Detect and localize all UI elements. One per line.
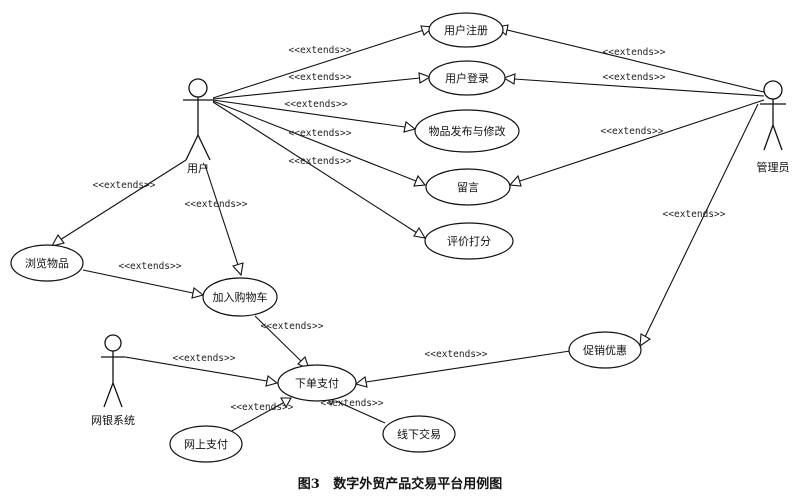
rel-promo-order — [354, 350, 571, 388]
usecase-online-pay: 网上支付 — [169, 425, 243, 463]
rel-label-cart-order: <<extends>> — [261, 321, 324, 332]
usecase-register-label: 用户注册 — [444, 23, 488, 37]
rel-label-user-publish: <<extends>> — [285, 99, 348, 110]
usecase-publish-label: 物品发布与修改 — [429, 124, 506, 138]
actor-user-head — [188, 78, 208, 98]
usecase-cart: 加入购物车 — [202, 277, 278, 317]
rel-label-offline-order: <<extends>> — [321, 398, 384, 409]
actor-user-leg-right — [197, 134, 211, 161]
rel-user-login — [212, 72, 432, 100]
rel-user-review — [212, 101, 427, 239]
rel-user-publish — [212, 99, 417, 133]
rel-user-register — [212, 25, 435, 99]
rel-label-admin-login: <<extends>> — [603, 72, 666, 83]
usecase-message: 留言 — [425, 168, 511, 206]
usecase-promo: 促销优惠 — [568, 331, 642, 369]
rel-admin-login — [502, 73, 765, 97]
usecase-review-label: 评价打分 — [447, 234, 491, 248]
rel-label-user-browse: <<extends>> — [93, 180, 156, 191]
rel-browse-cart — [82, 269, 205, 299]
actor-bank-label: 网银系统 — [91, 413, 135, 427]
usecase-offline: 线下交易 — [382, 415, 456, 453]
usecase-browse: 浏览物品 — [10, 244, 84, 282]
actor-bank-head — [104, 334, 122, 352]
actor-bank: 网银系统 — [91, 334, 135, 427]
usecase-publish: 物品发布与修改 — [414, 109, 520, 153]
rel-onlinepay-order — [229, 397, 292, 433]
rel-label-user-login: <<extends>> — [289, 72, 352, 83]
rel-label-user-review: <<extends>> — [289, 156, 352, 167]
usecase-cart-label: 加入购物车 — [213, 290, 268, 304]
rel-label-promo-order: <<extends>> — [425, 349, 488, 360]
rel-label-onlinepay-order: <<extends>> — [231, 402, 294, 413]
rel-label-user-register: <<extends>> — [289, 45, 352, 56]
usecase-login: 用户登录 — [428, 60, 506, 96]
usecase-review: 评价打分 — [424, 222, 514, 260]
rel-label-user-cart: <<extends>> — [185, 199, 248, 210]
usecase-message-label: 留言 — [457, 181, 479, 194]
actor-admin-head — [763, 80, 783, 100]
rel-label-admin-promo: <<extends>> — [663, 209, 726, 220]
rel-label-user-message: <<extends>> — [289, 128, 352, 139]
usecase-promo-label: 促销优惠 — [583, 343, 627, 357]
figure-caption: 图3 数字外贸产品交易平台用例图 — [298, 476, 503, 492]
usecase-login-label: 用户登录 — [445, 71, 489, 85]
rel-admin-message — [508, 99, 765, 187]
usecase-register: 用户注册 — [428, 12, 504, 48]
rel-label-admin-message: <<extends>> — [601, 126, 664, 137]
rel-label-admin-register: <<extends>> — [603, 47, 666, 58]
actor-user: 用户 — [183, 78, 213, 175]
actor-admin-label: 管理员 — [757, 160, 790, 174]
actor-user-label: 用户 — [187, 161, 209, 175]
actor-admin-leg-left — [763, 124, 774, 151]
actor-bank-leg-left — [103, 382, 114, 408]
rel-label-browse-cart: <<extends>> — [119, 261, 182, 272]
rel-admin-promo — [639, 103, 759, 348]
actor-admin-leg-right — [772, 124, 783, 151]
usecase-order: 下单支付 — [277, 364, 357, 402]
rel-user-cart — [204, 164, 244, 277]
usecase-offline-label: 线下交易 — [397, 427, 441, 441]
actor-admin: 管理员 — [757, 80, 790, 174]
usecase-online-pay-label: 网上支付 — [184, 438, 228, 451]
actor-bank-leg-right — [112, 382, 123, 408]
rel-user-browse — [50, 159, 187, 247]
rel-user-message — [212, 100, 427, 187]
usecase-browse-label: 浏览物品 — [25, 256, 69, 270]
usecase-order-label: 下单支付 — [295, 377, 339, 390]
rel-label-bank-order: <<extends>> — [173, 353, 236, 364]
actor-user-leg-left — [185, 134, 199, 161]
rel-bank-order — [124, 356, 279, 387]
